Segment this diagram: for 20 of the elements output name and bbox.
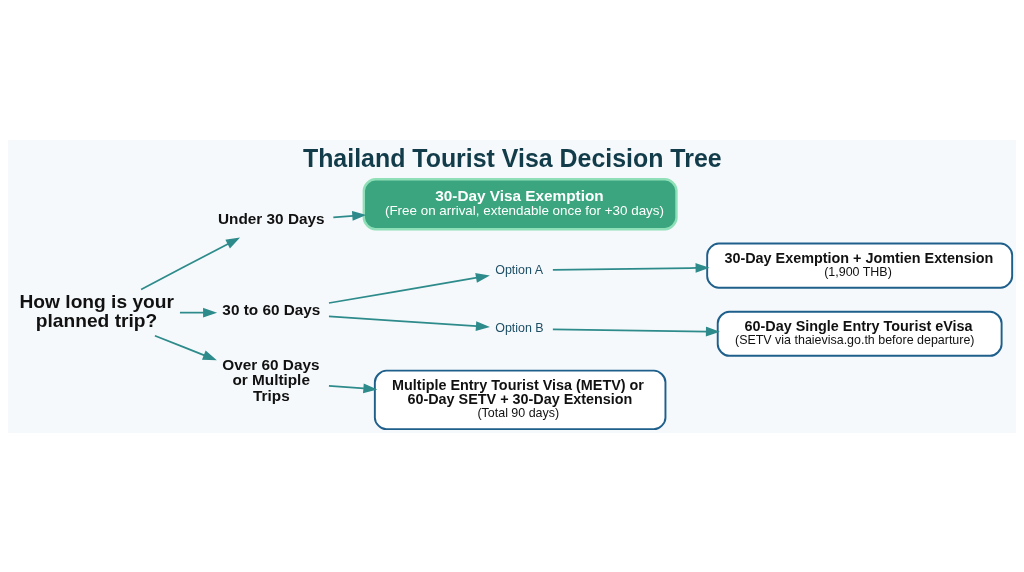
arrow: [328, 315, 490, 331]
node-box: 60-Day Single Entry Tourist eVisa (SETV via thaievisa.go.th before departure): [716, 310, 1003, 357]
node-text: How long is your planned trip?: [19, 290, 174, 331]
arrow: [332, 210, 367, 221]
arrow: [552, 326, 720, 336]
diagram-title: Thailand Tourist Visa Decision Tree: [302, 143, 722, 172]
node-box: 30-Day Visa Exemption (Free on arrival, extendable once for +30 days): [362, 177, 678, 230]
arrow: [140, 237, 241, 290]
arrow: [328, 272, 490, 304]
arrow: [552, 262, 710, 273]
node-box: Multiple Entry Tourist Visa (METV) or 60-Day SETV + 30-Day Extension (Total 90 days): [373, 369, 667, 430]
arrow: [179, 307, 218, 318]
node-text: Option A: [495, 262, 543, 277]
node-text: Under 30 Days: [218, 209, 325, 227]
node-text: Option B: [495, 320, 544, 335]
node-box: 30-Day Exemption + Jomtien Extension (1,900 THB): [706, 242, 1014, 289]
node-text: 30 to 60 Days: [222, 300, 321, 318]
arrow: [328, 383, 378, 393]
arrow: [154, 334, 217, 360]
node-text: Over 60 Days or Multiple Trips: [222, 355, 320, 404]
